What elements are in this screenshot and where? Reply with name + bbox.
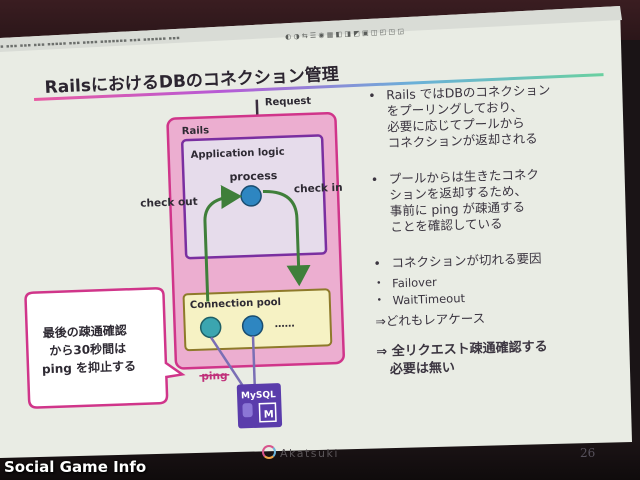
bullet-list: • Rails ではDBのコネクション をプーリングしており、 必要に応じてプー…	[368, 80, 637, 380]
callout-line-3: ping を抑止する	[42, 358, 136, 376]
rare-case-note: ⇒どれもレアケース	[375, 310, 486, 329]
watermark: Social Game Info	[4, 458, 147, 476]
process-connection-circle	[240, 185, 262, 207]
sub-bullet-text: Failover	[391, 274, 438, 291]
connection-pool-label: Connection pool	[190, 297, 282, 311]
ping-label: ping	[201, 370, 228, 383]
process-label: process	[229, 169, 278, 184]
pool-connection-circle-1	[199, 316, 222, 339]
bullet-marker: •	[368, 87, 376, 103]
brand-name: Akatsuki	[280, 447, 339, 460]
pool-to-mysql-line-1	[209, 336, 249, 393]
mysql-label: MySQL	[241, 390, 276, 401]
callout-line-1: 最後の疎通確認	[43, 322, 127, 340]
check-out-label: check out	[140, 196, 198, 210]
mysql-master-box	[258, 402, 277, 423]
check-in-arrow	[262, 190, 311, 287]
ping-strikethrough	[199, 374, 230, 377]
request-label: Request	[265, 96, 312, 109]
callout-line-2: から30秒間は	[49, 340, 126, 358]
pool-ellipsis: ……	[274, 318, 294, 330]
check-in-label: check in	[294, 182, 343, 196]
pool-connection-circle-2	[241, 315, 264, 337]
rails-label: Rails	[182, 125, 210, 137]
sub-bullet-marker: •	[376, 295, 383, 306]
pool-to-mysql-line-2	[251, 335, 257, 392]
database-cylinder-icon	[242, 403, 253, 418]
mysql-master-label: M	[264, 409, 274, 420]
bullet-item: • Rails ではDBのコネクション をプーリングしており、 必要に応じてプー…	[368, 80, 630, 152]
bullet-line: コネクションが切れる要因	[391, 250, 542, 271]
page-number: 26	[580, 446, 596, 460]
brand-footer: Akatsuki	[262, 445, 339, 460]
sub-bullet-text: WaitTimeout	[392, 291, 466, 308]
bullet-marker: •	[370, 171, 379, 187]
callout-bubble	[24, 287, 186, 409]
check-out-arrow	[203, 184, 243, 302]
bullet-item: • プールからは生きたコネク ションを返却するため、 事前に ping が疎通す…	[371, 164, 633, 236]
bullet-marker: •	[373, 255, 382, 271]
application-logic-label: Application logic	[190, 147, 284, 161]
akatsuki-logo-icon	[262, 445, 276, 459]
sub-bullet-marker: •	[375, 278, 382, 289]
